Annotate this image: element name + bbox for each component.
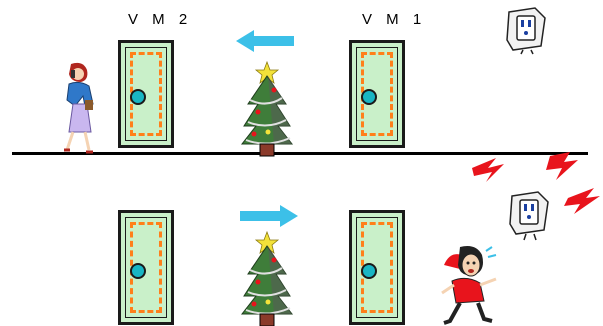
christmas-tree-icon — [240, 230, 294, 326]
vm1-door-bottom — [349, 210, 405, 325]
arrow-left-icon — [236, 30, 294, 52]
door-knob — [361, 263, 377, 279]
lightning-icon — [472, 152, 600, 214]
outlet-icon — [506, 7, 546, 55]
door-knob — [130, 89, 146, 105]
door-knob — [361, 89, 377, 105]
vm2-door-bottom — [118, 210, 174, 325]
vm2-door-top — [118, 40, 174, 148]
vm1-label: V M 1 — [362, 11, 427, 28]
arrow-right-icon — [240, 205, 298, 227]
vm1-door-top — [349, 40, 405, 148]
panicking-person-icon — [441, 246, 497, 325]
ground-line — [12, 152, 588, 155]
person-phone-icon — [64, 62, 94, 154]
door-knob — [130, 263, 146, 279]
vm2-label: V M 2 — [128, 11, 193, 28]
christmas-tree-icon — [240, 60, 294, 157]
broken-outlet-icon — [509, 191, 549, 241]
